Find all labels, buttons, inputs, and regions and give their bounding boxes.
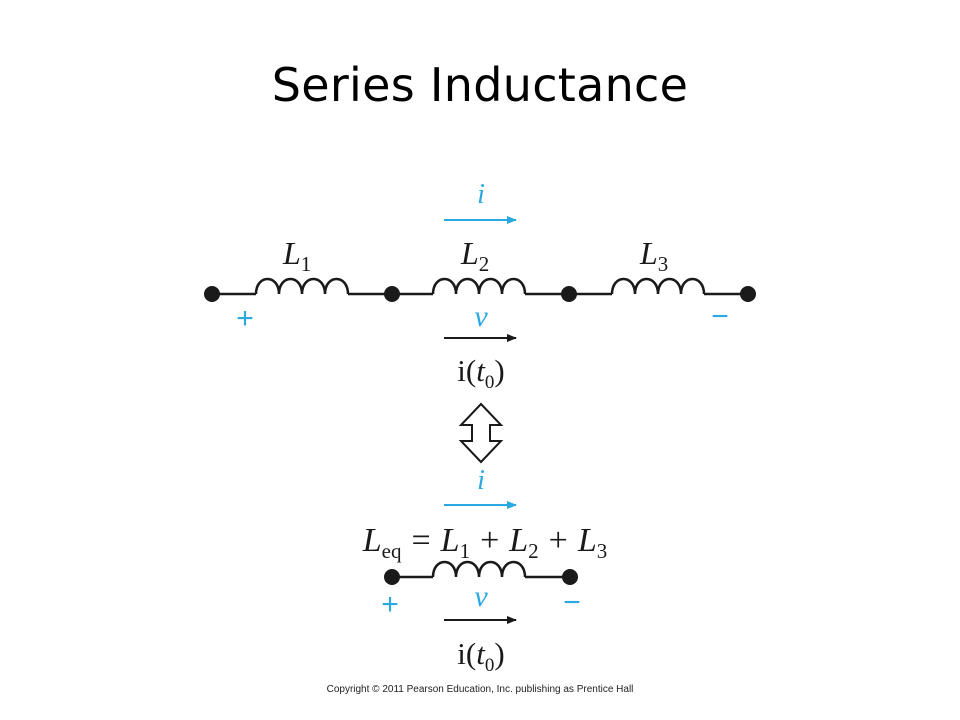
bottom-circuit: i Leq=L1+L2+L3 + − v i(t0) <box>362 465 608 676</box>
inductor-coil-l2 <box>431 277 527 295</box>
bottom-plus-sign: + <box>381 588 399 621</box>
bottom-voltage-label: v <box>474 580 488 613</box>
top-plus-sign: + <box>236 302 254 335</box>
inductor-label-l2: L2 <box>460 235 489 276</box>
inductor-coil-l1 <box>254 277 350 295</box>
bottom-current-label: i <box>477 465 485 496</box>
equivalent-inductance-equation: Leq=L1+L2+L3 <box>362 522 608 563</box>
bottom-node-right-terminal <box>562 569 578 585</box>
top-initial-current-label: i(t0) <box>457 353 504 393</box>
top-minus-sign: − <box>711 300 729 333</box>
bottom-minus-sign: − <box>563 586 581 619</box>
top-node-junction-1 <box>384 286 400 302</box>
bottom-initial-current-label: i(t0) <box>457 636 504 676</box>
copyright-notice: Copyright © 2011 Pearson Education, Inc.… <box>326 684 634 695</box>
top-circuit: i L1 L2 L3 + − <box>204 179 756 393</box>
inductor-coil-l3 <box>610 277 706 295</box>
top-node-right-terminal <box>740 286 756 302</box>
slide-title: Series Inductance <box>271 58 689 112</box>
double-arrow-up-down-icon <box>458 402 504 464</box>
inductor-label-l1: L1 <box>282 235 311 276</box>
top-current-label: i <box>477 179 485 210</box>
top-voltage-label: v <box>474 300 488 333</box>
inductor-coil-leq <box>431 560 527 578</box>
top-node-junction-2 <box>561 286 577 302</box>
top-node-left-terminal <box>204 286 220 302</box>
inductor-label-l3: L3 <box>639 235 668 276</box>
bottom-node-left-terminal <box>384 569 400 585</box>
